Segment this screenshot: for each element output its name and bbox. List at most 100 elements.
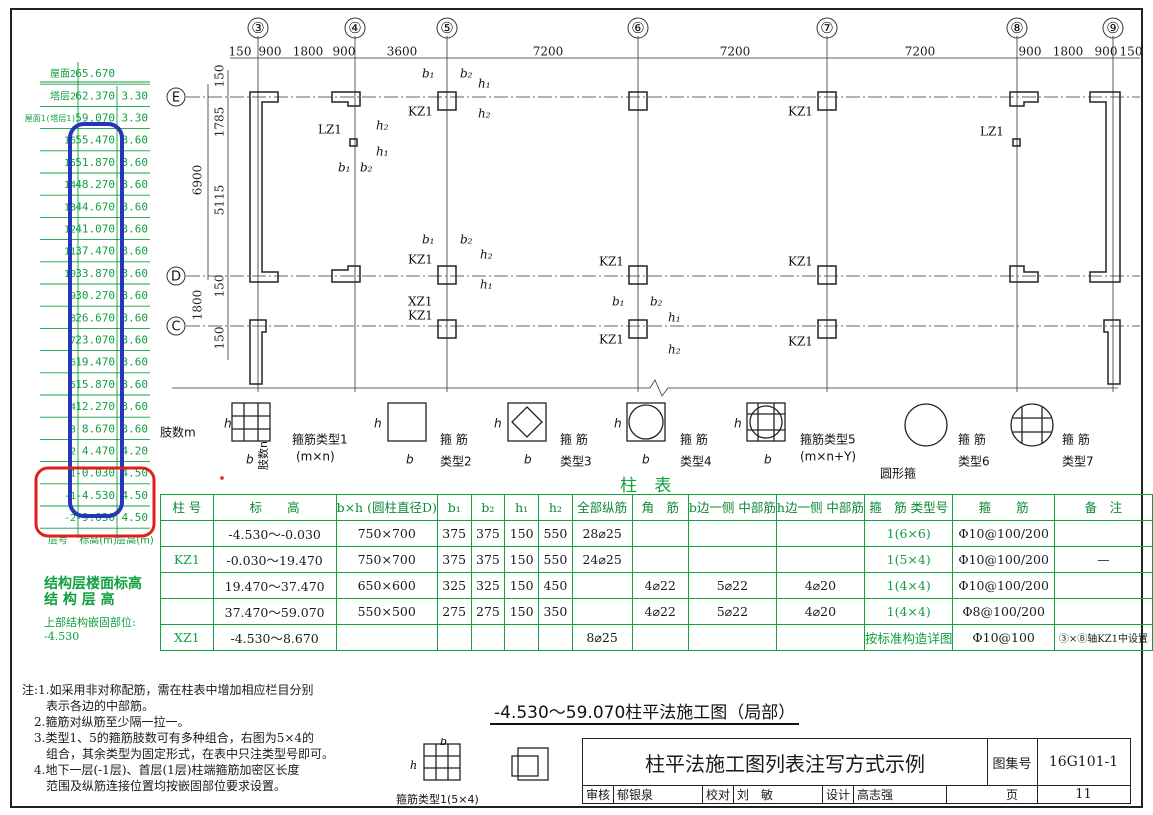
cell-h1: 150 [504, 520, 540, 547]
page-value: 11 [1075, 786, 1092, 802]
cell-corner [631, 520, 689, 547]
atlas-value: 16G101-1 [1037, 739, 1130, 786]
cell-elev: -4.530～8.670 [212, 624, 337, 651]
level-height: 3.60 [122, 156, 149, 169]
svg-text:b: b [440, 738, 447, 748]
level-height: 3.60 [122, 289, 149, 302]
level-floor: 8 [70, 313, 76, 324]
level-floor: 塔层2 [50, 89, 76, 102]
svg-text:h: h [494, 417, 502, 431]
svg-text:h₂: h₂ [478, 107, 491, 121]
cell-note [1053, 598, 1153, 625]
svg-text:b₂: b₂ [650, 295, 663, 309]
svg-text:h₂: h₂ [480, 248, 493, 262]
cell-hmid: 4⌀20 [775, 572, 865, 599]
svg-text:h: h [410, 759, 417, 772]
svg-text:KZ1: KZ1 [408, 309, 433, 323]
level-floor: 2 [70, 447, 76, 458]
column-table-header: 柱 号 标 高 b×h (圆柱直径D) b₁ b₂ h₁ h₂ 全部纵筋 角 筋… [160, 494, 1153, 521]
axis-bubbles-left: E D C [166, 87, 186, 336]
svg-text:h₁: h₁ [480, 278, 493, 292]
level-elevation: 23.070 [75, 334, 115, 347]
svg-text:类型6: 类型6 [958, 455, 990, 469]
axis-7: ⑦ [820, 19, 833, 37]
svg-text:h₁: h₁ [376, 145, 389, 159]
svg-text:b₁: b₁ [338, 161, 351, 175]
cell-h2: 450 [538, 572, 573, 599]
level-elevation: -0.030 [75, 467, 115, 480]
cell-b1: 275 [436, 598, 472, 625]
svg-text:箍 筋: 箍 筋 [680, 432, 708, 447]
level-elevation: 26.670 [75, 311, 115, 324]
svg-text:b₁: b₁ [422, 67, 435, 81]
cell-stir: Φ10@100 [952, 624, 1055, 651]
design-label: 设计 [823, 785, 855, 803]
level-height: 3.60 [122, 422, 149, 435]
cell-bmid: 5⌀22 [687, 598, 777, 625]
level-floor: 7 [70, 336, 76, 347]
drawing-title: -4.530～59.070柱平法施工图（局部） [490, 698, 800, 725]
level-floor: 4 [70, 402, 76, 413]
cell-hmid [775, 546, 865, 573]
level-height: 4.50 [122, 511, 149, 524]
svg-text:LZ1: LZ1 [980, 125, 1004, 139]
axis-bubbles-top: ③ ④ ⑤ ⑥ ⑦ ⑧ ⑨ [247, 17, 1124, 39]
level-floor: 3 [70, 424, 76, 435]
axis-8: ⑧ [1010, 19, 1023, 37]
axis-C: C [171, 320, 180, 335]
cell-h1: 150 [504, 598, 540, 625]
axis-D: D [171, 270, 181, 285]
hdr-col: 柱 号 [160, 494, 214, 521]
svg-text:900: 900 [1019, 45, 1042, 59]
cell-b2: 375 [470, 546, 506, 573]
note-line: 组合，其余类型为固定形式，在表中只注类型号即可。 [22, 747, 335, 761]
svg-text:900: 900 [259, 45, 282, 59]
level-height: 3.60 [122, 134, 149, 147]
svg-text:箍 筋: 箍 筋 [1062, 432, 1090, 447]
checker: 刘 敏 [734, 785, 824, 803]
level-elevation: 44.670 [75, 200, 115, 213]
note-line: 范围及纵筋连接位置均按嵌固部位要求设置。 [22, 779, 287, 793]
svg-text:b₁: b₁ [612, 295, 625, 309]
reviewer: 郁银泉 [614, 785, 704, 803]
cell-h2: 550 [538, 546, 573, 573]
svg-text:7200: 7200 [720, 45, 751, 59]
signature-row: 审核 郁银泉 校对 刘 敏 设计 高志强 [583, 785, 948, 803]
hdr-h2: h₂ [538, 494, 573, 521]
svg-text:KZ1: KZ1 [599, 255, 624, 269]
level-caption-1: 结构层楼面标高 [44, 576, 142, 592]
svg-text:肢数m: 肢数m [160, 425, 196, 440]
svg-text:肢数n: 肢数n [256, 441, 270, 470]
cell-h1 [504, 624, 540, 651]
axis-6: ⑥ [631, 19, 644, 37]
cell-zh: XZ1 [160, 624, 214, 651]
cell-all: 28⌀25 [571, 520, 633, 547]
svg-text:6900: 6900 [191, 165, 205, 196]
svg-text:3600: 3600 [387, 45, 418, 59]
svg-text:150: 150 [213, 275, 227, 298]
cell-corner: 4⌀22 [631, 572, 689, 599]
cell-hmid [775, 520, 865, 547]
drawing-frame [10, 8, 1143, 808]
columns [249, 91, 1121, 385]
svg-text:7200: 7200 [533, 45, 564, 59]
level-elevation: 62.370 [75, 89, 115, 102]
svg-text:900: 900 [333, 45, 356, 59]
column-plan-svg: ③ ④ ⑤ ⑥ ⑦ ⑧ ⑨ E D C 150 900 1800 900 360… [160, 17, 1142, 480]
level-note-1: 上部结构嵌固部位: [44, 616, 136, 629]
hdr-all: 全部纵筋 [571, 494, 633, 521]
cell-zh [160, 572, 214, 599]
svg-text:b: b [524, 453, 532, 467]
svg-text:h₁: h₁ [668, 311, 681, 325]
svg-text:b: b [642, 453, 650, 467]
svg-text:KZ1: KZ1 [788, 335, 813, 349]
cell-all: 24⌀25 [571, 546, 633, 573]
cell-b2: 275 [470, 598, 506, 625]
level-elevation: 55.470 [75, 134, 115, 147]
svg-text:箍 筋: 箍 筋 [440, 432, 468, 447]
svg-text:类型2: 类型2 [440, 455, 472, 469]
cell-note [1053, 572, 1153, 599]
level-floor: 5 [70, 380, 76, 391]
